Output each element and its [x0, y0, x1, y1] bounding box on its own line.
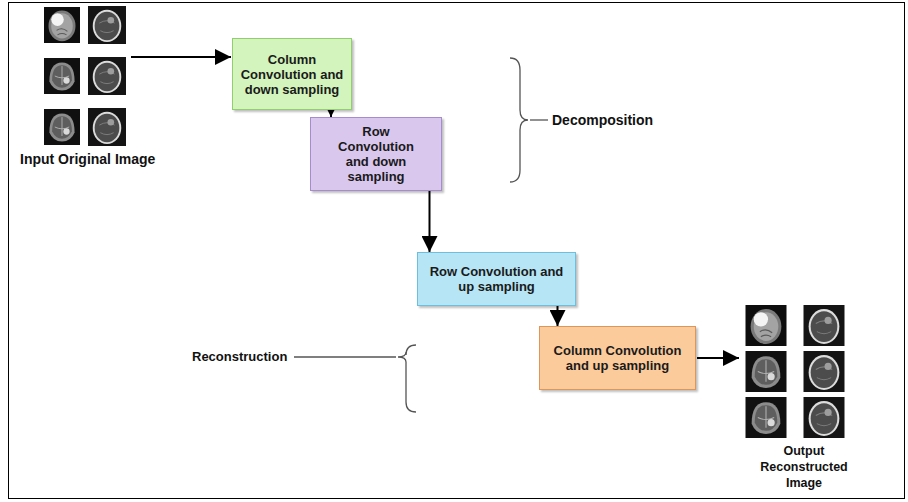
- process-box: Column Convolution and up sampling: [539, 326, 696, 390]
- mri-scan: [804, 351, 845, 392]
- caption-label: Output Reconstructed Image: [752, 443, 856, 491]
- caption-label: Reconstruction: [192, 349, 292, 365]
- output-arrow: [697, 357, 739, 359]
- mri-scan: [88, 108, 126, 146]
- process-box: Column Convolution and down sampling: [232, 38, 352, 110]
- caption-label: Decomposition: [552, 112, 682, 128]
- flow-arrow: [429, 191, 431, 252]
- box-label: Column Convolution and down sampling: [238, 52, 346, 97]
- bracket: [398, 345, 416, 412]
- mri-scan: [746, 305, 787, 346]
- box-label: Column Convolution and up sampling: [548, 343, 687, 373]
- mri-scan: [44, 109, 80, 145]
- mri-scan: [804, 397, 845, 438]
- caption-label: Input Original Image: [20, 151, 210, 167]
- leader-line: [530, 119, 548, 120]
- process-box: Row Convolution and up sampling: [417, 252, 576, 306]
- mri-scan: [44, 58, 80, 94]
- mri-scan: [746, 397, 787, 438]
- mri-scan: [88, 57, 126, 95]
- flow-arrow: [557, 306, 559, 326]
- mri-scan: [88, 6, 126, 44]
- box-label: Row Convolution and up sampling: [426, 264, 567, 294]
- leader-line: [294, 356, 396, 357]
- box-label: Row Convolution and down sampling: [329, 124, 423, 184]
- frame: [9, 3, 905, 499]
- input-arrow: [131, 56, 231, 58]
- mri-scan: [746, 351, 787, 392]
- mri-scan: [804, 305, 845, 346]
- bracket: [510, 58, 528, 182]
- process-box: Row Convolution and down sampling: [310, 117, 442, 191]
- flow-arrow: [330, 110, 332, 117]
- mri-scan: [44, 7, 80, 43]
